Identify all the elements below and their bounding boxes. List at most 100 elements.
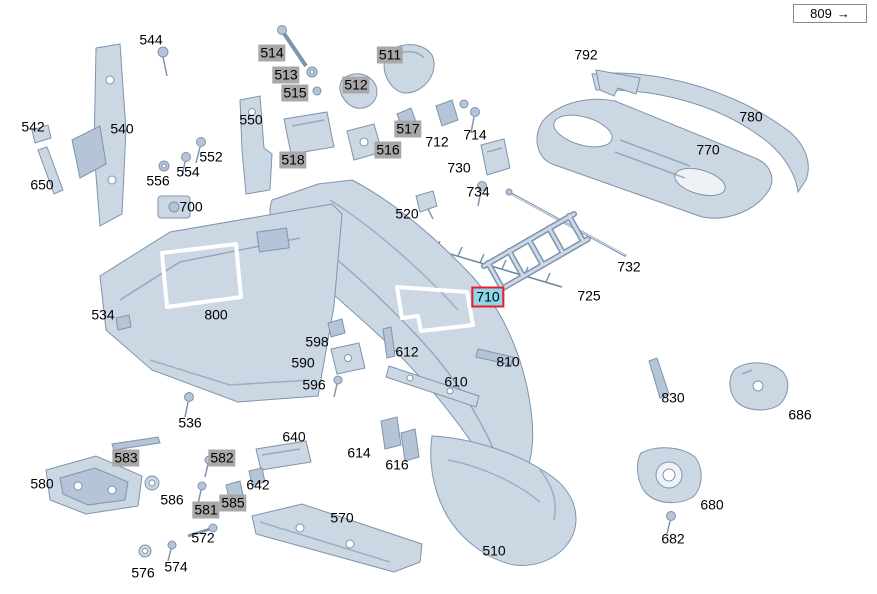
part-drawing-inner-panel-800 (99, 203, 343, 403)
part-drawing-clip-614 (380, 416, 402, 450)
part-drawing-clip-612 (382, 326, 396, 359)
part-label-515[interactable]: 515 (281, 84, 309, 102)
part-drawing-screw-514 (277, 25, 308, 68)
part-label-580[interactable]: 580 (30, 475, 54, 492)
part-drawing-bracket-792 (595, 69, 641, 97)
part-drawing-grommet-576 (138, 544, 152, 558)
part-label-596[interactable]: 596 (302, 376, 326, 393)
part-label-514[interactable]: 514 (258, 44, 286, 62)
part-label-544[interactable]: 544 (139, 31, 163, 48)
part-label-590[interactable]: 590 (291, 354, 315, 371)
part-label-585[interactable]: 585 (219, 494, 247, 512)
part-drawing-clip-534 (115, 314, 132, 331)
part-drawing-strip-583 (111, 436, 161, 451)
part-label-517[interactable]: 517 (394, 120, 422, 138)
part-drawing-screw-552 (195, 137, 206, 164)
part-drawing-clip-642 (248, 467, 266, 486)
part-drawing-nut-515 (312, 86, 322, 96)
part-label-640[interactable]: 640 (282, 428, 306, 445)
part-label-642[interactable]: 642 (246, 476, 270, 493)
part-label-552[interactable]: 552 (199, 148, 223, 165)
part-label-556[interactable]: 556 (146, 172, 170, 189)
part-label-536[interactable]: 536 (178, 414, 202, 431)
part-drawing-screw-554 (181, 152, 191, 177)
part-label-542[interactable]: 542 (21, 118, 45, 135)
part-label-700[interactable]: 700 (179, 198, 203, 215)
part-drawing-screw-572 (187, 523, 218, 538)
part-label-770[interactable]: 770 (696, 141, 720, 158)
part-label-616[interactable]: 616 (385, 456, 409, 473)
part-label-725[interactable]: 725 (577, 287, 601, 304)
part-label-612[interactable]: 612 (395, 343, 419, 360)
part-drawing-clip-616 (400, 428, 420, 462)
part-drawing-blade-830 (648, 357, 670, 399)
part-drawing-screw-734 (477, 181, 487, 207)
part-label-830[interactable]: 830 (661, 389, 685, 406)
arrow-right-icon: → (836, 6, 850, 21)
part-drawing-screw-544 (157, 46, 169, 77)
part-label-598[interactable]: 598 (305, 333, 329, 350)
part-label-534[interactable]: 534 (91, 306, 115, 323)
part-label-780[interactable]: 780 (739, 108, 763, 125)
part-label-583[interactable]: 583 (112, 449, 140, 467)
part-drawing-screw-596 (333, 375, 343, 398)
part-label-614[interactable]: 614 (347, 444, 371, 461)
part-label-730[interactable]: 730 (447, 159, 471, 176)
part-label-540[interactable]: 540 (110, 120, 134, 137)
part-label-576[interactable]: 576 (131, 564, 155, 581)
part-drawing-bracket-712 (435, 99, 469, 127)
part-label-512[interactable]: 512 (342, 76, 370, 94)
part-label-610[interactable]: 610 (444, 373, 468, 390)
part-label-732[interactable]: 732 (617, 258, 641, 275)
part-label-513[interactable]: 513 (272, 66, 300, 84)
part-label-516[interactable]: 516 (374, 141, 402, 159)
part-label-570[interactable]: 570 (330, 509, 354, 526)
part-drawing-screw-682 (666, 511, 676, 535)
part-label-682[interactable]: 682 (661, 530, 685, 547)
part-label-581[interactable]: 581 (192, 501, 220, 519)
part-drawing-sensor-700 (157, 195, 191, 219)
part-label-572[interactable]: 572 (191, 529, 215, 546)
reference-label: 809 (810, 6, 832, 21)
part-label-554[interactable]: 554 (176, 163, 200, 180)
part-drawing-strip-610 (385, 365, 480, 408)
part-label-510[interactable]: 510 (482, 542, 506, 559)
part-drawing-bumper-corner-510 (430, 435, 577, 566)
part-drawing-bracket-640 (255, 440, 312, 471)
part-drawing-diffuser-770 (536, 98, 773, 219)
part-label-810[interactable]: 810 (496, 353, 520, 370)
part-label-734[interactable]: 734 (466, 183, 490, 200)
part-drawing-clip-520 (415, 190, 438, 220)
part-drawing-bracket-550 (239, 95, 273, 195)
part-label-520[interactable]: 520 (395, 205, 419, 222)
part-label-650[interactable]: 650 (30, 176, 54, 193)
part-drawing-clip-542 (31, 124, 52, 144)
part-label-511[interactable]: 511 (376, 46, 404, 64)
part-drawing-grommet-556 (158, 160, 170, 172)
part-drawing-strip-650 (37, 146, 64, 195)
part-drawing-clip-598 (327, 318, 346, 338)
part-drawing-rod-732 (505, 188, 627, 258)
part-label-686[interactable]: 686 (788, 406, 812, 423)
part-label-680[interactable]: 680 (700, 496, 724, 513)
part-label-792[interactable]: 792 (574, 46, 598, 63)
part-label-574[interactable]: 574 (164, 558, 188, 575)
part-label-710[interactable]: 710 (471, 286, 505, 308)
part-drawing-bracket-686 (729, 362, 789, 411)
part-drawing-bracket-580 (45, 455, 143, 515)
part-label-712[interactable]: 712 (425, 133, 449, 150)
part-drawing-screw-714 (470, 107, 480, 134)
part-label-800[interactable]: 800 (204, 306, 228, 323)
part-label-714[interactable]: 714 (463, 126, 487, 143)
part-drawing-housing-680 (637, 447, 702, 504)
part-label-550[interactable]: 550 (239, 111, 263, 128)
part-label-586[interactable]: 586 (160, 491, 184, 508)
part-drawing-lower-bracket-570 (251, 503, 423, 573)
part-label-518[interactable]: 518 (279, 151, 307, 169)
part-drawing-lattice-725 (481, 211, 591, 294)
reference-link-809[interactable]: 809 → (793, 4, 867, 23)
part-drawing-washer-513 (306, 66, 318, 78)
part-drawing-grommet-586 (144, 475, 160, 491)
part-label-582[interactable]: 582 (208, 449, 236, 467)
